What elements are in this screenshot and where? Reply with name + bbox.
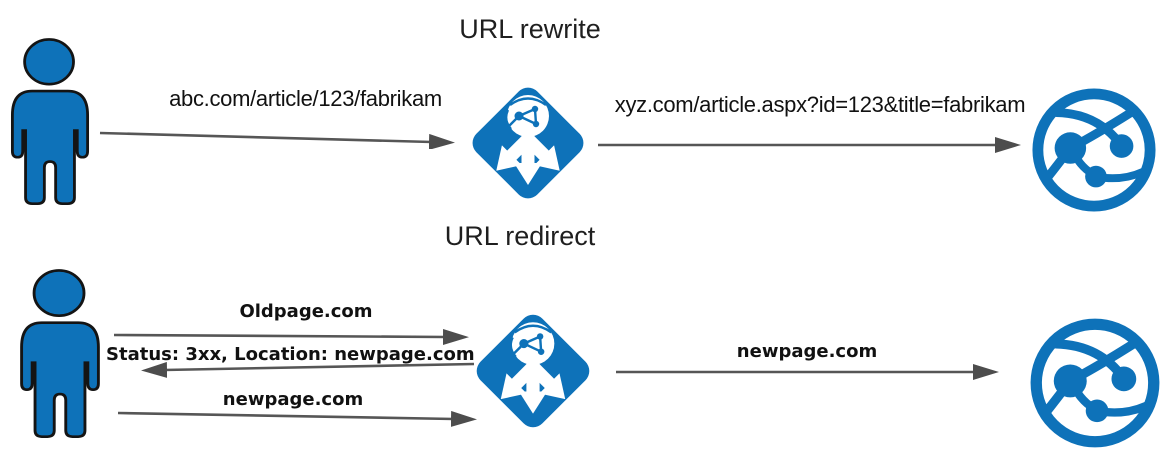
globe-network — [1042, 107, 1148, 188]
arrow-status-left — [141, 361, 475, 378]
user-head — [23, 38, 75, 86]
newpage-forward-label: newpage.com — [736, 341, 878, 362]
newpage-request-label: newpage.com — [222, 389, 364, 410]
user-body — [10, 89, 90, 205]
section-title-url-redirect: URL redirect — [444, 221, 596, 251]
gateway-globe — [504, 95, 549, 137]
globe-ring — [1030, 318, 1160, 448]
arrow-oldpage-right — [113, 328, 469, 345]
web-app-icon — [1032, 88, 1156, 212]
web-app-icon — [1030, 318, 1160, 448]
gateway-trident-arrows — [500, 360, 566, 414]
user-head — [32, 269, 86, 318]
oldpage-label: Oldpage.com — [239, 301, 373, 322]
globe-network — [1040, 338, 1151, 423]
arrow-rewritten-right — [598, 137, 1021, 153]
request-url-label: abc.com/article/123/fabrikam — [169, 86, 442, 111]
application-gateway-icon — [472, 87, 584, 199]
user-icon — [10, 38, 90, 205]
arrow-request-right — [99, 131, 455, 149]
status-3xx-label: Status: 3xx, Location: newpage.com — [106, 344, 475, 365]
application-gateway-icon — [476, 314, 590, 428]
globe-ring — [1032, 88, 1156, 212]
gateway-globe — [509, 322, 555, 365]
section-title-url-rewrite: URL rewrite — [459, 14, 601, 44]
rewritten-url-label: xyz.com/article.aspx?id=123&title=fabrik… — [614, 92, 1026, 117]
arrow-forward-right — [616, 364, 999, 380]
gateway-trident-arrows — [496, 133, 560, 185]
user-icon — [20, 269, 100, 438]
arrow-newpage-right — [117, 410, 477, 427]
user-body — [20, 321, 100, 438]
